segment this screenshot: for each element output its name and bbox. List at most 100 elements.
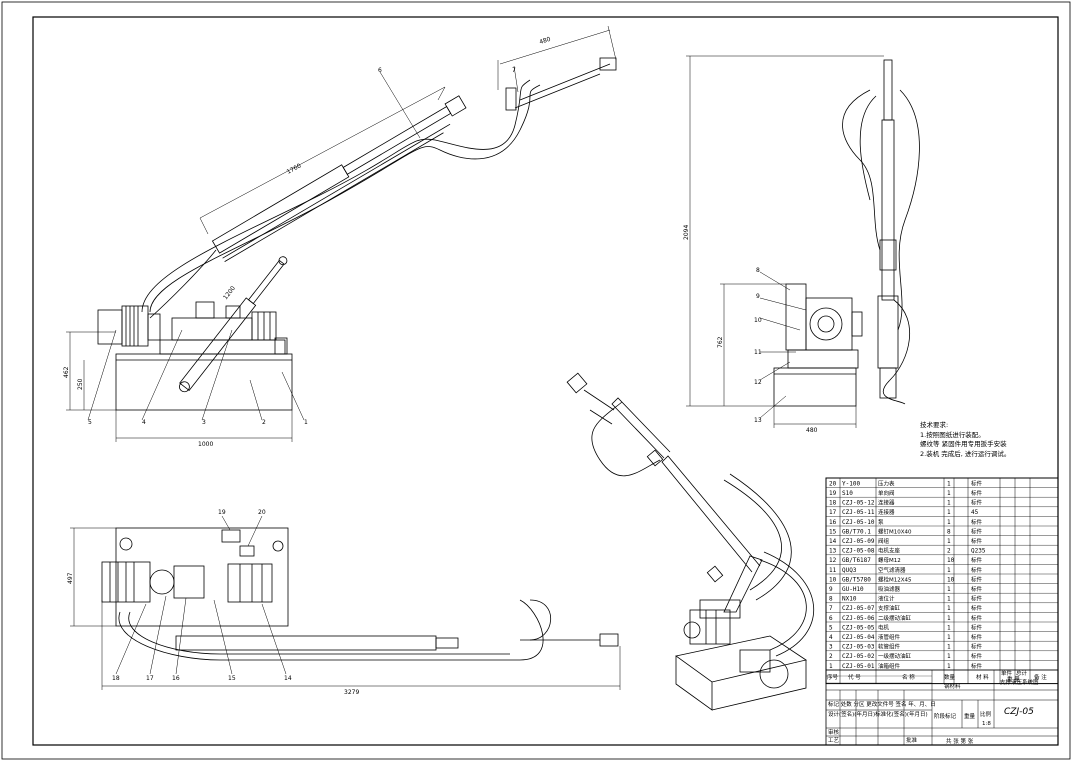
bom-header-weight: 重 量 [1007,675,1020,683]
dim-front-arm-length: 1760 [286,162,303,175]
bom-row-code: S10 [842,490,853,497]
bom-row-no: 3 [829,644,833,651]
bom-row-code: QUQ3 [842,567,857,574]
bom-row-code: CZJ-05-11 [842,509,875,516]
bom-row-no: 12 [829,557,837,564]
bom-row-name: 螺钉M10X40 [878,527,912,535]
bom-row-no: 5 [829,624,833,631]
bom-row-remark: 标件 [971,566,983,574]
bom-row-name: 软管组件 [878,643,901,651]
side-label-10: 10 [754,317,762,324]
bom-row-qty: 1 [947,500,951,507]
tb-row1: 标记 处数 分区 更改文件号 签名 年、月、日 [828,700,936,708]
top-label-14: 14 [284,675,292,682]
bom-row-qty: 1 [947,615,951,622]
bom-row-code: GB/T70.1 [842,528,871,535]
bom-row-name: 螺栓M12X45 [878,575,912,583]
bom-row-no: 9 [829,586,833,593]
bom-row-qty: 1 [947,480,951,487]
bom-frame [825,477,1059,685]
tb-row3: 审核 [828,728,840,736]
bom-row-qty: 1 [947,624,951,631]
bom-row-remark: 标件 [971,585,983,593]
bom-row-name: 空气滤清器 [878,566,906,574]
bom-header-no: 序号 [827,673,839,681]
bom-row-name: 油箱组件 [878,662,901,670]
title-block [825,669,1059,746]
bom-row-qty: 10 [947,576,955,583]
bom-header-weight-single: 单件 [1001,669,1013,677]
bom-row-remark: 标件 [971,489,983,497]
bom-row-remark: 标件 [971,479,983,487]
bom-row-name: 电机支座 [878,547,901,555]
tb-row5: 批准 [906,736,918,744]
front-label-5: 5 [88,419,92,426]
front-label-2: 2 [262,419,266,426]
isometric-view [566,372,814,711]
bom-row-code: CZJ-05-07 [842,605,875,612]
dim-side-total-height: 2094 [683,225,690,240]
bom-row-name: 一级摆动油缸 [878,652,912,660]
inner-border [32,16,1059,746]
dim-side-base-width: 480 [806,427,818,434]
bom-row-qty: 1 [947,596,951,603]
front-label-4: 4 [142,419,146,426]
tb-weight-label: 重量 [964,712,976,720]
bom-row-no: 6 [829,615,833,622]
bom-row-qty: 1 [947,653,951,660]
bom-row-name: 吸油滤器 [878,585,901,593]
bom-row-name: 连接器 [878,499,895,507]
tb-scale-label: 比例 [980,710,992,718]
tb-drawing-name: 支撑液压系统图 [1000,678,1039,686]
top-label-17: 17 [146,675,154,682]
bom-row-no: 13 [829,548,837,555]
bom-row-remark: 标件 [971,556,983,564]
side-label-8: 8 [756,267,760,274]
bom-row-code: CZJ-05-02 [842,653,875,660]
front-label-7: 7 [512,67,516,74]
bom-row-remark: 标件 [971,643,983,651]
bom-row-no: 4 [829,634,833,641]
bom-row-name: 支撑油缸 [878,604,901,612]
bom-row-qty: 1 [947,644,951,651]
bom-row-name: 泵 [878,519,884,526]
bom-row-qty: 10 [947,557,955,564]
notes-line2: 螺纹等 紧固件用专用扳手安装 [920,439,1007,448]
bom-row-remark: 标件 [971,633,983,641]
bom-row-remark: 标件 [971,527,983,535]
side-view [686,55,920,428]
bom-header-qty: 数量 [944,673,956,681]
dim-front-cylinder: 1200 [222,285,237,301]
bom-row-no: 11 [829,567,837,574]
bom-row-name: 电机 [878,623,890,631]
bom-row-qty: 1 [947,538,951,545]
bom-row-remark: 标件 [971,652,983,660]
bom-row-code: GU-H10 [842,586,864,593]
bom-row-name: 二级摆动油缸 [878,614,912,622]
bom-row-no: 1 [829,663,833,670]
top-label-15: 15 [228,675,236,682]
bom-row-remark: 标件 [971,614,983,622]
bom-row-remark: 标件 [971,499,983,507]
bom-row-qty: 1 [947,586,951,593]
bom-header-name: 名 称 [902,673,915,681]
bom-row-remark: 标件 [971,595,983,603]
bom-row-qty: 1 [947,634,951,641]
tb-stage-label: 阶段标记 [934,712,957,720]
bom-row-remark: 标件 [971,518,983,526]
top-label-19: 19 [218,509,226,516]
bom-row-material: Q235 [971,548,986,555]
bom-row-no: 10 [829,576,837,583]
bom-row-remark: 标件 [971,575,983,583]
bom-row-material: 45 [971,509,979,516]
bom-row-name: 液管组件 [878,633,901,641]
bom-row-no: 14 [829,538,837,545]
bom-row-code: GB/T5780 [842,576,871,583]
tb-drawing-no: CZJ-05 [1004,707,1034,717]
bom-row-no: 20 [829,480,837,487]
dim-front-width: 1000 [198,441,213,448]
top-label-16: 16 [172,675,180,682]
bom-row-qty: 1 [947,519,951,526]
bom-row-qty: 1 [947,509,951,516]
